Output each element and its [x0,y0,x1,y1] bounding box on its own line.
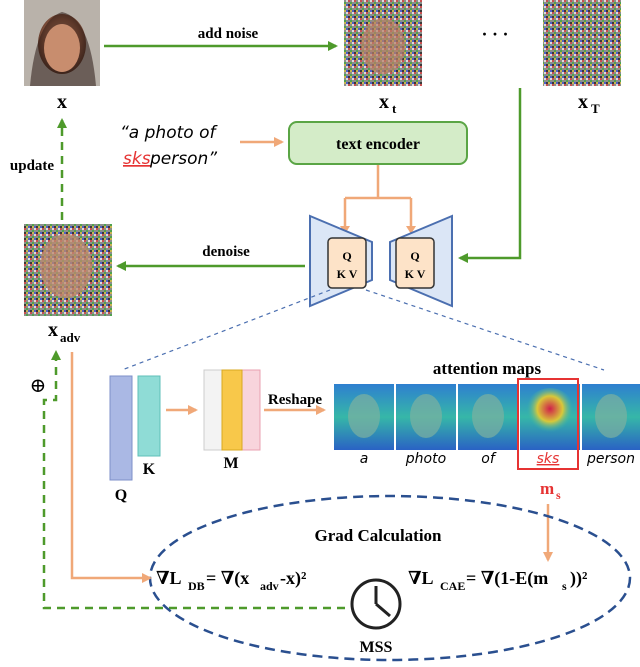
k-label: K [143,461,156,478]
eq-cae-lhs-sub: CAE [440,579,465,593]
eq-cae-rhs-sub: s [562,579,567,593]
label-x-t: x [379,91,389,113]
prompt-rest: person” [149,149,217,169]
oplus-symbol: ⊕ [30,375,47,397]
m-matrix-yellow [221,369,243,451]
label-x: x [57,91,67,113]
label-x-T: x [578,91,588,113]
attention-map-person [582,384,640,450]
text-encoder-label: text encoder [336,136,420,153]
encoder-split-heads [340,226,416,234]
m-matrix-pink [241,369,261,451]
label-x-adv-sub: adv [60,330,81,345]
label-x-t-sub: t [392,101,397,116]
grad-calculation-title: Grad Calculation [314,526,442,545]
update-label: update [10,158,55,174]
unet-left-attn-block [327,237,367,289]
eq-db-rhs-end: -x)² [280,568,306,589]
zoom-line-right [365,289,605,371]
attention-maps-title: attention maps [433,359,542,378]
prompt-sks: sks [123,149,151,169]
q-label: Q [115,487,127,504]
unet-left-q: Q [342,249,351,263]
unet-right-kv: K V [405,267,426,281]
token-photo: photo [405,451,446,467]
token-sks: sks [537,451,560,467]
m-label: M [223,455,238,472]
encoder-split-lines [343,165,413,230]
noise-to-unet-arrow [458,88,522,263]
m-s-label: m [540,479,554,498]
attention-map-sks [520,384,580,450]
m-s-sub: s [556,488,561,502]
mss-label: MSS [360,639,393,656]
attention-map-of [458,384,518,450]
label-x-adv: x [48,319,58,341]
eq-db-lhs: ∇L [156,568,182,588]
sks-highlight-box [517,378,579,470]
unet-right-q: Q [410,249,419,263]
eq-cae-lhs: ∇L [408,568,434,588]
text-encoder-box [288,121,468,165]
eq-cae-rhs: = ∇(1-E(m [466,568,548,589]
xadv-to-grad-arrow [70,352,152,583]
eq-cae-rhs-end: ))² [570,568,587,589]
eq-db-rhs: = ∇(x [206,568,249,589]
eq-db-lhs-sub: DB [188,579,205,593]
reshape-label: Reshape [268,392,323,408]
token-of: of [481,451,497,467]
eq-db-rhs-sub: adv [260,579,279,593]
attention-map-a [334,384,394,450]
image-x [24,0,100,86]
image-x-T [543,0,621,86]
denoise-label: denoise [202,244,250,260]
image-x-adv [24,224,112,316]
attention-map-photo [396,384,456,450]
image-x-t [344,0,422,86]
label-x-T-sub: T [591,101,600,116]
token-a: a [360,451,369,467]
zoom-line-left [121,289,331,371]
token-person: person [586,451,635,467]
unet-left-kv: K V [337,267,358,281]
add-noise-label: add noise [198,26,259,42]
ellipsis-dots: · · · [481,24,508,44]
unet-right-attn-block [395,237,435,289]
clock-icon [350,578,402,630]
prompt-line1: “a photo of [120,123,218,143]
mss-feedback-arrow [42,350,345,610]
k-matrix [137,375,161,457]
q-matrix [109,375,133,481]
